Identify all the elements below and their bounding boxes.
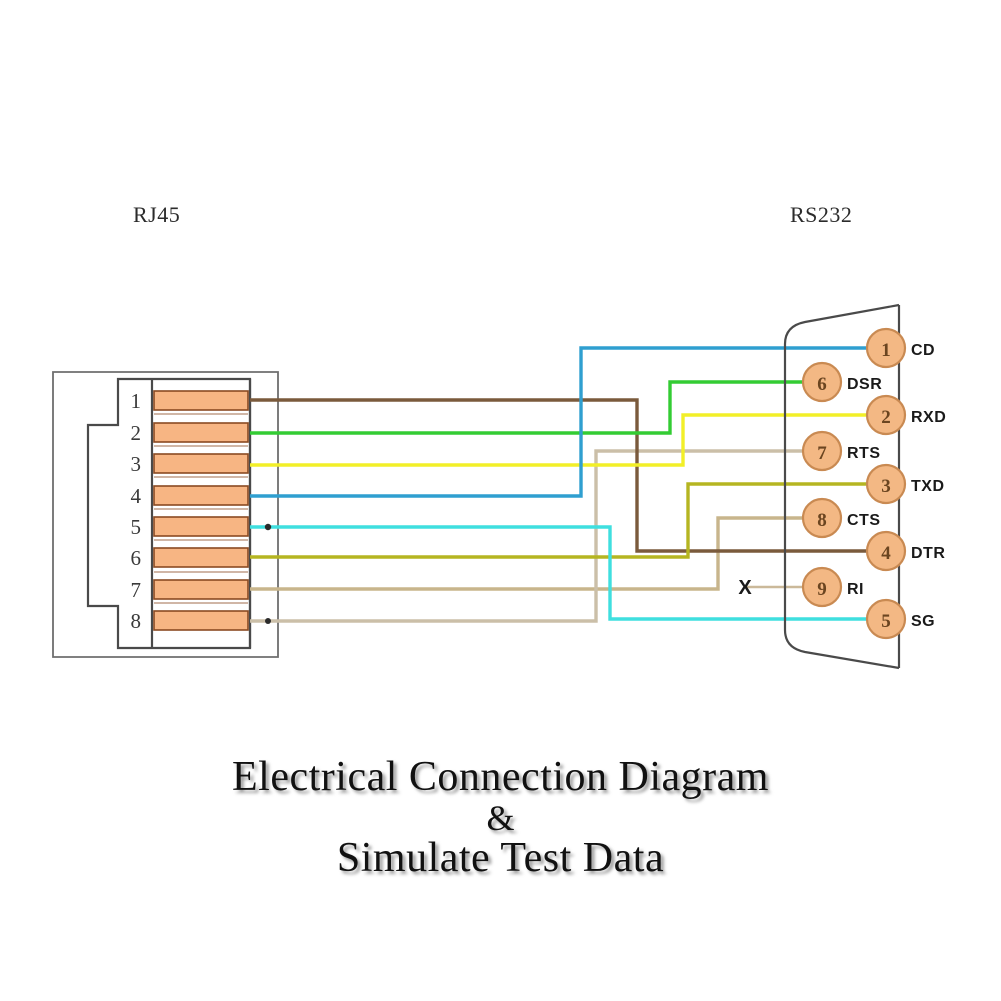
db9-pin-8-group: 8 CTS [801, 497, 881, 539]
db9-pin-3-number: 3 [881, 476, 891, 497]
rj45-pin-number-8: 8 [131, 609, 142, 633]
db9-pin-1-group: 1 CD [865, 327, 935, 369]
rj45-pad-8 [153, 610, 249, 631]
db9-pin-4-circle [865, 530, 907, 572]
db9-signal-label-ri: RI [847, 581, 864, 598]
db9-pin-6-group: 6 DSR [801, 361, 882, 403]
rj45-pad-5 [153, 516, 249, 537]
db9-signal-label-rts: RTS [847, 445, 881, 462]
rj45-pad-2 [153, 422, 249, 443]
rj45-pin-number-7: 7 [131, 578, 142, 602]
wire-rj8-db7-rts [250, 449, 806, 623]
not-connected-x-icon: X [738, 577, 752, 599]
rj45-pin-number-2: 2 [131, 421, 142, 445]
wire-rj2-db6-dsr [250, 380, 806, 435]
rj45-pin-number-4: 4 [131, 484, 142, 508]
rs232-db9-connector: 1 CD 2 RXD 3 TXD 4 DTR 5 SG [738, 303, 946, 670]
rj45-pin-number-6: 6 [131, 546, 142, 570]
rj45-pad-6 [153, 547, 249, 568]
wire-rj6-db3-txd [250, 482, 872, 559]
title-ampersand: & [486, 797, 515, 838]
db9-pin-6-number: 6 [817, 374, 827, 395]
wire-rj1-db4-dtr [250, 398, 872, 553]
db9-pin-4-group: 4 DTR [865, 530, 945, 572]
db9-pin-2-circle [865, 394, 907, 436]
db9-signal-label-dtr: DTR [911, 545, 945, 562]
db9-pin-1-number: 1 [881, 340, 891, 361]
db9-pin-9-number: 9 [817, 579, 827, 600]
db9-signal-label-sg: SG [911, 613, 935, 630]
db9-pin-2-number: 2 [881, 407, 891, 428]
rj45-pad-1 [153, 390, 249, 411]
rj45-body-outline [86, 377, 252, 650]
db9-signal-label-rxd: RXD [911, 409, 946, 426]
db9-pin-8-circle [801, 497, 843, 539]
db9-pin-2-group: 2 RXD [865, 394, 946, 436]
db9-pin-9-group: 9 RI [801, 566, 864, 608]
rj45-pad-4 [153, 485, 249, 506]
wire-rj3-db2-rxd [250, 413, 872, 467]
wire-bundle [250, 346, 872, 624]
db9-signal-label-dsr: DSR [847, 376, 882, 393]
db9-pin-1-circle [865, 327, 907, 369]
rj45-pin-number-1: 1 [131, 389, 142, 413]
db9-pin-3-circle [865, 463, 907, 505]
title-line-1: Electrical Connection Diagram [232, 754, 769, 800]
db9-pin-5-circle [865, 598, 907, 640]
db9-pin-7-number: 7 [817, 443, 827, 464]
rj45-pad-7 [153, 579, 249, 600]
wire-rj5-db5-sg [250, 525, 872, 621]
wire-rj7-db8-cts [250, 516, 806, 591]
db9-pin-5-number: 5 [881, 611, 891, 632]
title-line-3: Simulate Test Data [336, 835, 665, 882]
db9-pin-7-group: 7 RTS [801, 430, 881, 472]
db9-pin-5-group: 5 SG [865, 598, 935, 640]
db9-pin-4-number: 4 [881, 543, 891, 564]
db9-pin-9-circle [801, 566, 843, 608]
rs232-connector-label: RS232 [790, 202, 852, 227]
rj45-pad-3 [153, 453, 249, 474]
db9-pin-7-circle [801, 430, 843, 472]
db9-pin-6-circle [801, 361, 843, 403]
db9-signal-label-txd: TXD [911, 478, 945, 495]
db9-pin-3-group: 3 TXD [865, 463, 945, 505]
rj45-pin-number-5: 5 [131, 515, 142, 539]
db9-signal-label-cd: CD [911, 342, 935, 359]
rj45-outer-housing [52, 371, 279, 658]
db9-pin-8-number: 8 [817, 510, 827, 531]
wire-junction-dot-5 [264, 523, 272, 531]
rj45-pin-number-3: 3 [131, 452, 142, 476]
wire-rj4-db1-cd [250, 346, 872, 498]
rj45-connector: 1 2 3 4 5 6 7 8 [52, 371, 279, 658]
rj45-connector-label: RJ45 [133, 202, 180, 227]
db9-signal-label-cts: CTS [847, 512, 881, 529]
wire-junction-dot-8 [265, 618, 271, 624]
diagram-title-block: Electrical Connection Diagram & Simulate… [0, 754, 1001, 882]
db9-shell-outline [783, 303, 900, 670]
